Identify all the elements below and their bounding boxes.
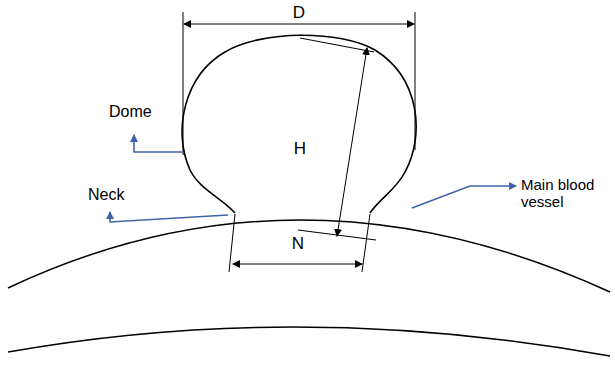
extension-line [183,12,184,155]
callout-arrow [412,186,516,208]
aneurysm-dome [182,35,416,213]
vessel-upper-wall [8,220,610,292]
extension-line [415,12,416,150]
dimension-line [337,48,367,236]
dimension-label: N [290,234,306,254]
tangent-line [300,38,374,52]
extension-line [229,214,235,272]
dimension-line [233,264,362,265]
extension-line [362,214,370,272]
callout-arrow [110,212,228,222]
part-label: Neck [86,186,126,204]
callout-arrow [134,135,182,152]
dimension-line [184,24,414,25]
vessel-lower-wall [8,327,610,356]
part-label: Dome [107,103,154,121]
part-label: Main blood vessel [519,176,611,211]
dimension-label: D [291,3,307,23]
dimension-label: H [292,139,308,159]
